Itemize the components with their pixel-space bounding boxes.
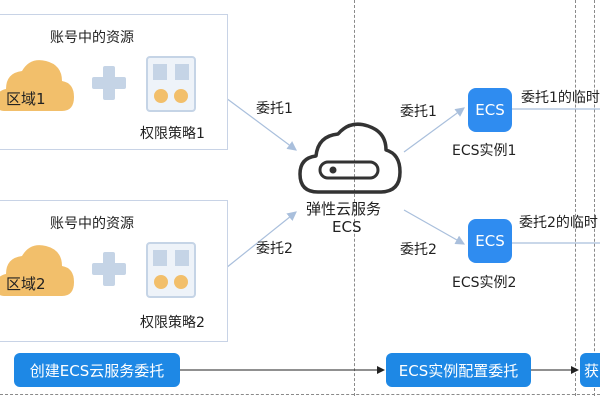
section-divider-1: [354, 0, 355, 396]
temp-credential-label-2: 委托2的临时: [519, 215, 598, 231]
service-name: 弹性云服务: [306, 200, 382, 218]
temp-credential-label-1: 委托1的临时: [521, 90, 600, 106]
policy-document-icon: [146, 56, 196, 112]
ecs-instance-icon-1: ECS: [468, 88, 512, 132]
policy-label-2: 权限策略2: [140, 315, 205, 331]
cloud-icon: [0, 245, 74, 296]
policy-document-icon: [146, 242, 196, 298]
section-divider-3: [594, 0, 595, 396]
ecs-instance-label-1: ECS实例1: [452, 143, 517, 159]
arrow-service-to-instance2: [403, 209, 466, 245]
delegation-label-left-2: 委托2: [256, 241, 293, 257]
arrow-delegation2-to-service: [225, 211, 297, 269]
arrow-service-to-instance1: [403, 107, 465, 153]
cloud-service-icon: [298, 122, 402, 194]
plus-icon: [92, 252, 126, 286]
delegation-label-left-1: 委托1: [256, 101, 293, 117]
step-configure-ecs-delegation[interactable]: ECS实例配置委托: [386, 353, 531, 387]
service-name-abbr: ECS: [332, 218, 362, 236]
delegation-label-right-2: 委托2: [400, 242, 437, 258]
panel-title-1: 账号中的资源: [50, 30, 134, 46]
arrow-delegation1-to-service: [225, 97, 297, 151]
panel-title-2: 账号中的资源: [50, 216, 134, 232]
cloud-icon: [0, 60, 74, 111]
ecs-instance-label-2: ECS实例2: [452, 275, 517, 291]
plus-icon: [92, 66, 126, 100]
bottom-divider: [0, 394, 600, 395]
region-label-2: 区域2: [6, 275, 46, 293]
step-obtain-credentials[interactable]: 获: [580, 353, 600, 387]
ecs-instance-icon-2: ECS: [468, 219, 512, 263]
policy-label-1: 权限策略1: [140, 126, 205, 142]
delegation-label-right-1: 委托1: [400, 104, 437, 120]
section-divider-2: [575, 0, 576, 396]
step-create-ecs-delegation[interactable]: 创建ECS云服务委托: [14, 353, 180, 387]
region-label-1: 区域1: [6, 90, 46, 108]
